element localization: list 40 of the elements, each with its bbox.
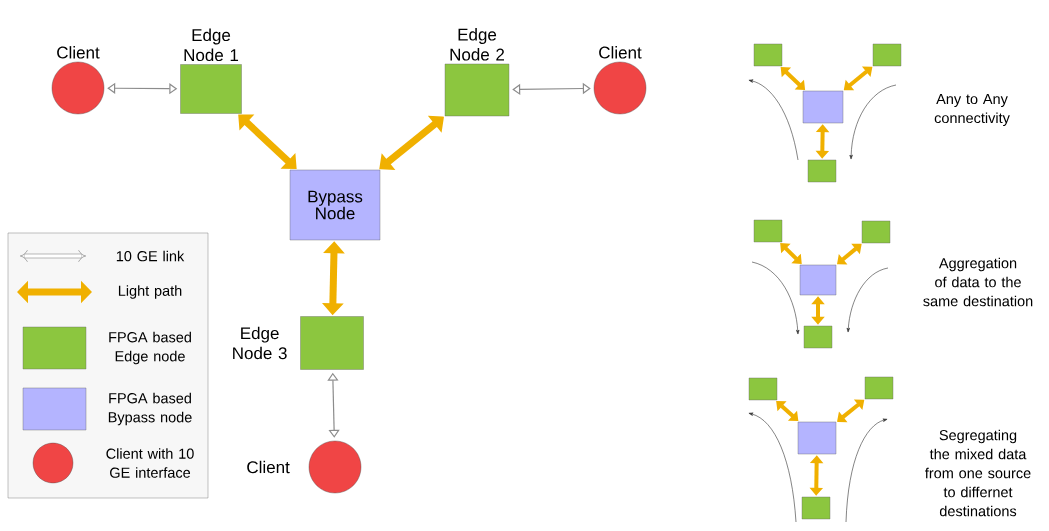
node-label: Client [599,46,642,59]
edge-node-box [753,219,783,243]
legend-text: Client with 10 GE interface [106,448,194,478]
arrow [843,66,873,91]
arrow [238,114,297,170]
edge-node-box [803,325,833,349]
edge-node-box [872,43,902,67]
arrow [512,82,591,96]
description-text: Aggregation of data to the same destination [923,257,1033,307]
node-label: Client [247,460,290,474]
bypass-node-box: Bypass Node [289,169,381,241]
edge-node-box: Edge Node 1 [180,28,242,114]
edge-node-box [861,220,891,244]
arrow [379,115,444,171]
arrow [776,400,799,422]
bypass-node-box [799,264,837,296]
edge-node-box [864,376,894,400]
edge-node-box [753,43,783,67]
arrow [837,243,862,265]
edge-node-box: Edge Node 3 [233,316,364,370]
node-label: Client [57,46,100,59]
bypass-node-box [802,90,844,124]
node-label: Edge Node 2 [450,28,505,61]
arrow [811,296,825,325]
node-label: Edge Node 1 [184,28,239,62]
arrow [809,455,824,496]
edge-node-box [801,496,831,520]
arrow [815,124,830,159]
edge-node-box [807,159,837,183]
bypass-node-box [797,421,837,455]
arrow [837,399,865,423]
legend-text: FPGA based Edge node [109,331,191,365]
legend-text: Light path [118,285,182,299]
legend-text: FPGA based Bypass node [108,392,192,426]
node-label: Edge Node 3 [233,326,287,360]
legend-text: 10 GE link [116,250,185,262]
description-text: Any to Any connectivity [934,94,1010,126]
edge-node-box: Edge Node 2 [444,28,510,117]
description-text: Segregating the mixed data from one source to differnet destinations [925,429,1031,517]
edge-node-box [748,377,778,401]
